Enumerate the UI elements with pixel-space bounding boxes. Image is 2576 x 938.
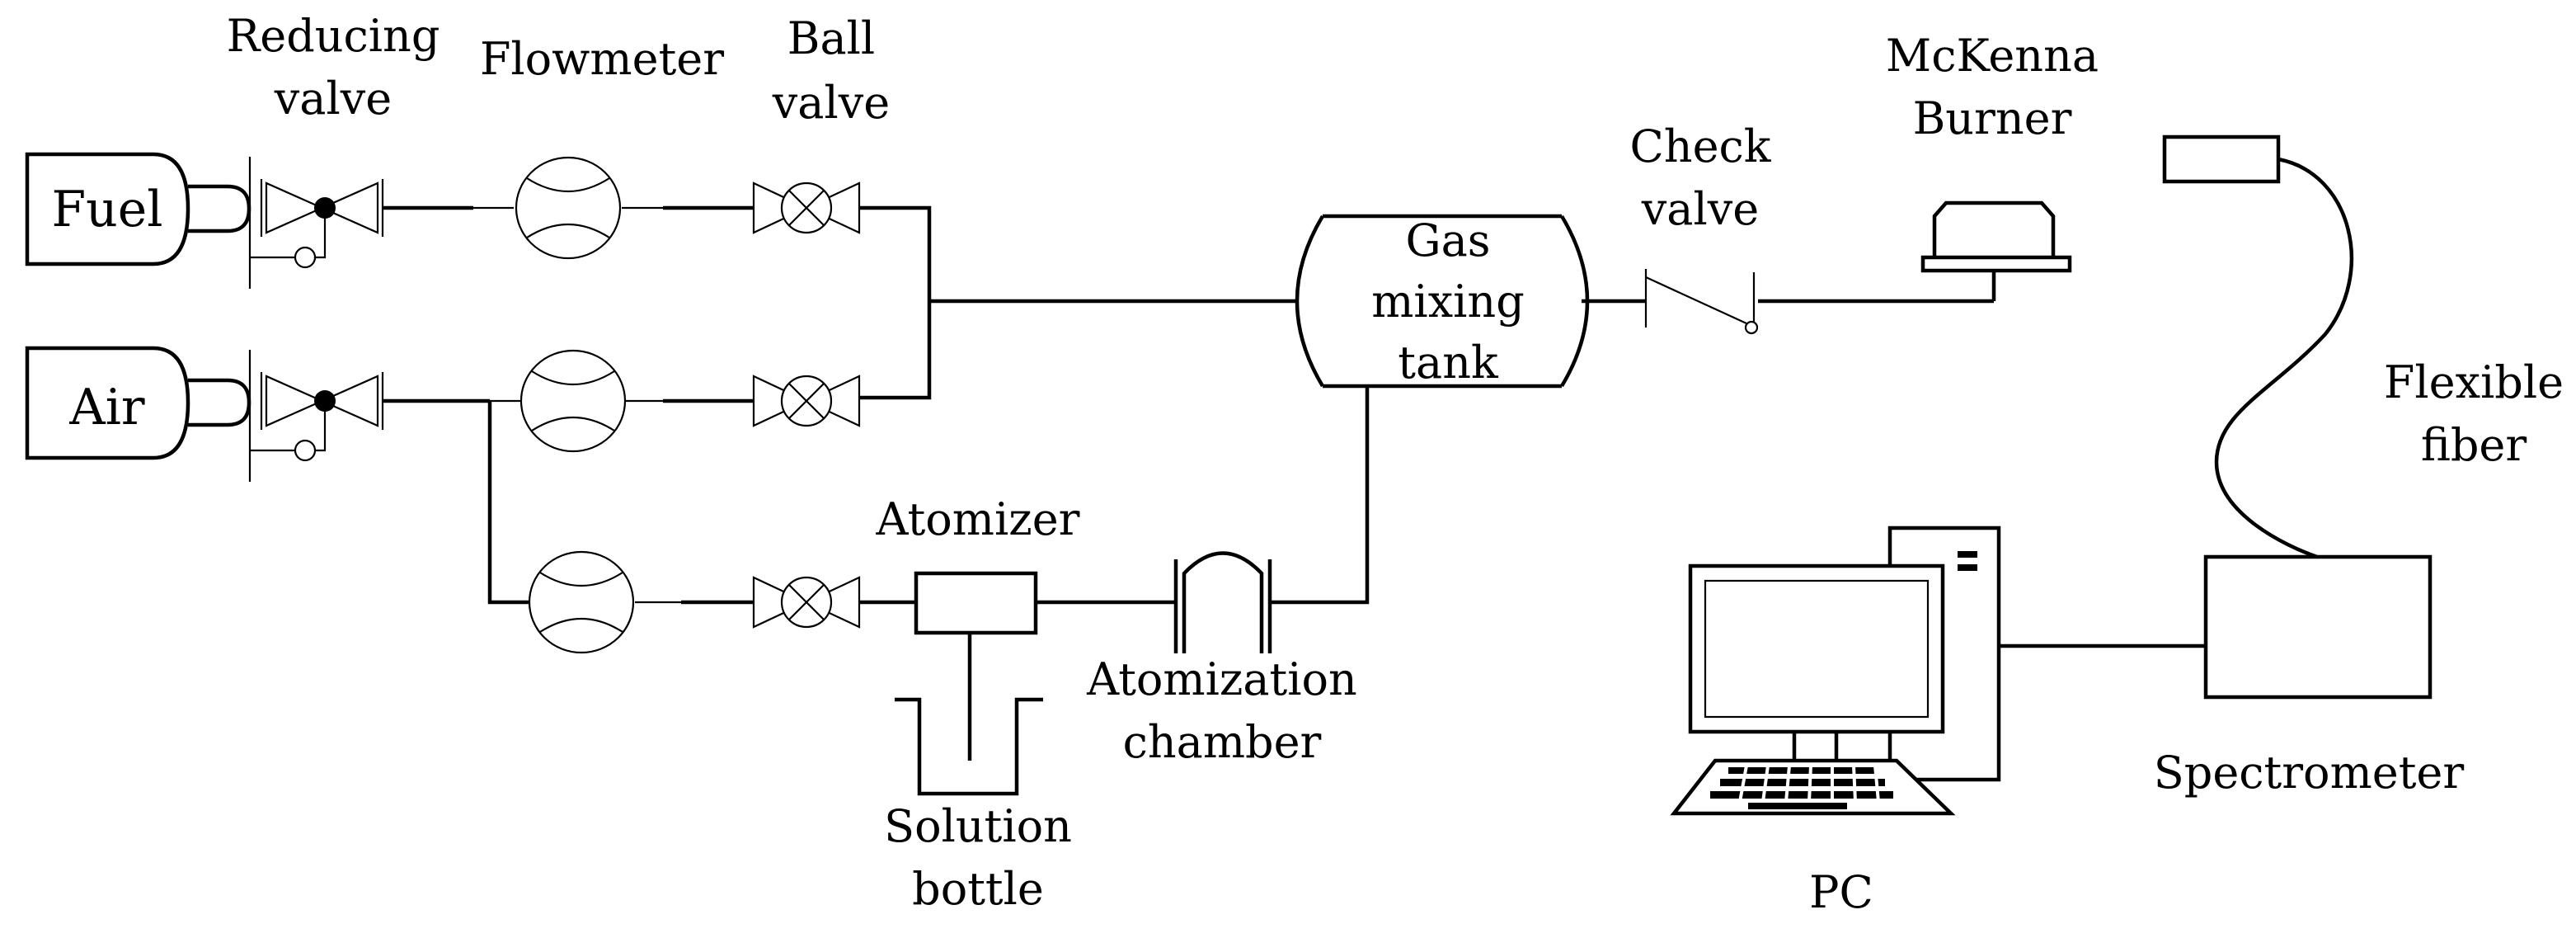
fuel-cylinder-icon: Fuel [25,152,251,266]
atomization-chamber-label-line2: chamber [1123,716,1322,768]
atomizer [914,571,1038,761]
reducing-valve-label-line2: valve [274,73,392,125]
reducing-valve-label-line1: Reducing [227,10,440,62]
atomization-chamber-label-line1: Atomization [1086,653,1357,705]
check-valve-label-line1: Check [1629,120,1771,172]
atomizer-ball-valve-icon [752,576,861,629]
check-valve-label-line2: valve [1641,183,1759,235]
pc-label: PC [1809,866,1873,918]
mckenna-burner-label-line1: McKenna [1886,30,2099,82]
atomizer-label: Atomizer [876,493,1080,545]
flexible-fiber-label-line2: fiber [2421,419,2527,471]
air-ball-valve-icon [752,375,861,427]
gas-mixing-tank-label-line2: mixing [1371,276,1525,328]
spectrometer-icon [2203,554,2433,700]
mckenna-burner-label-line2: Burner [1913,92,2072,144]
flexible-fiber-label-line1: Flexible [2384,356,2564,408]
flexible-fiber [2162,134,2353,559]
flowmeter-label: Flowmeter [480,33,724,85]
atomizer-flowmeter-icon [528,550,635,654]
labels: Reducing valve Flowmeter Ball valve Gas … [227,10,2564,918]
fuel-reducing-valve-icon [248,155,384,290]
fuel-ball-valve-icon [752,181,861,234]
ball-valve-label-line2: valve [772,77,890,129]
computer-icon [1670,526,2001,816]
solution-bottle-icon [895,697,1043,796]
atomization-chamber-icon [1173,551,1272,653]
ball-valve-label-line1: Ball [787,12,875,64]
fuel-flowmeter-icon [515,156,622,260]
fuel-label: Fuel [52,181,163,238]
burner-icon [1920,200,2072,273]
gas-mixing-tank-label-line1: Gas [1405,214,1490,266]
spectrometer-label: Spectrometer [2154,747,2465,799]
gas-mixing-tank [1295,214,1590,389]
air-flowmeter-icon [519,349,627,453]
solution-bottle-label-line2: bottle [912,863,1044,915]
pipes [382,205,2206,648]
gas-mixing-tank-label-line3: tank [1398,337,1499,389]
solution-bottle-label-line1: Solution [884,800,1072,852]
check-valve-icon [1644,269,1759,335]
air-cylinder-icon: Air [25,346,251,460]
air-reducing-valve-icon [248,348,384,483]
air-label: Air [68,379,145,436]
